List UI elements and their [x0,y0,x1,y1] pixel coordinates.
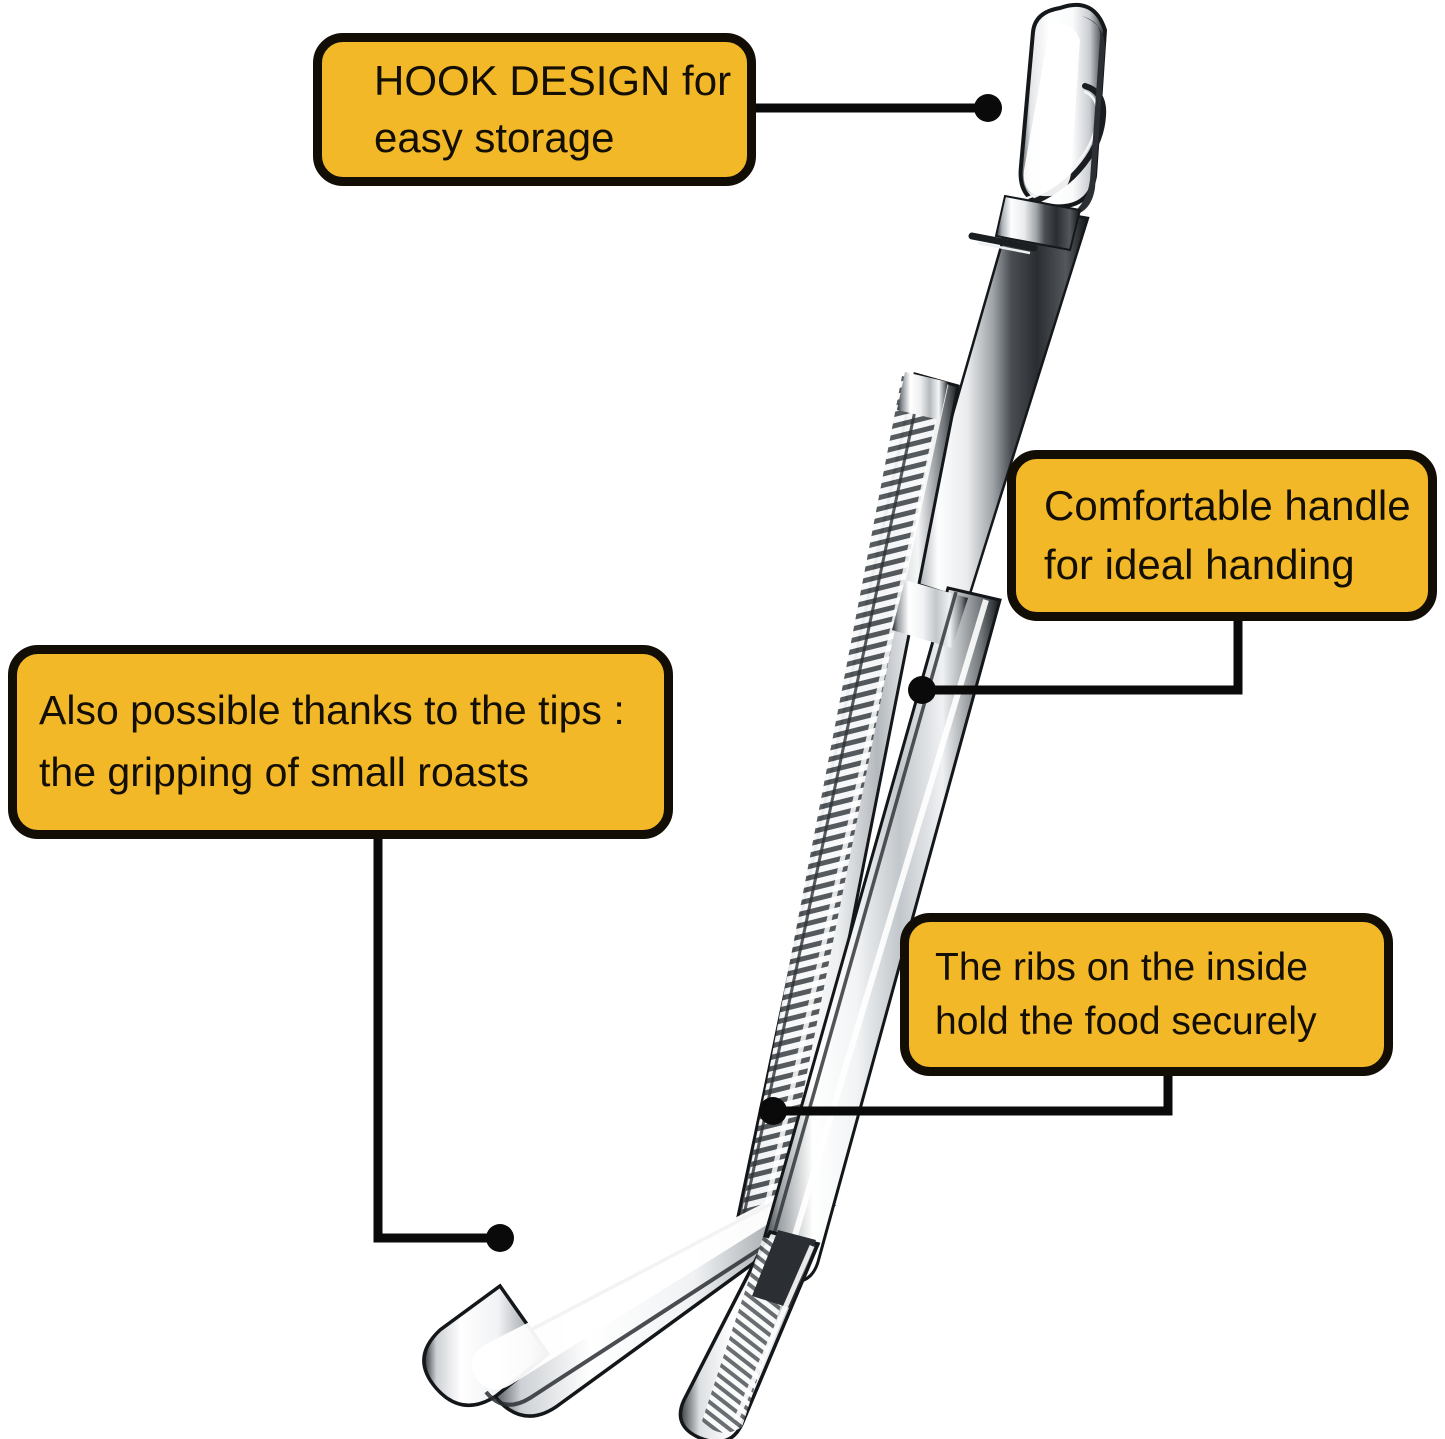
callout-ribs-inside-line2: hold the food securely [935,999,1317,1043]
callout-small-roasts: Also possible thanks to the tips : the g… [8,645,673,839]
tip-right [678,1229,821,1439]
hook-clip [994,2,1108,252]
callout-ribs-inside-line1: The ribs on the inside [935,945,1308,989]
tip-left [422,1194,837,1418]
leader-comfortable-handle [908,613,1243,704]
leader-small-roasts [373,831,514,1252]
callout-hook-design: HOOK DESIGN for easy storage [313,33,756,186]
callout-small-roasts-line2: the gripping of small roasts [39,749,529,795]
callout-comfortable-handle: Comfortable handle for ideal handing [1007,450,1437,621]
leader-ribs-inside [759,1068,1173,1125]
callout-small-roasts-line1: Also possible thanks to the tips : [39,687,625,734]
leader-hook-design [747,94,1002,122]
callout-hook-design-line2: easy storage [374,113,615,161]
callout-comfortable-handle-line2: for ideal handing [1044,540,1355,588]
callout-hook-design-line1: HOOK DESIGN for [374,56,732,104]
callout-ribs-inside: The ribs on the inside hold the food sec… [900,913,1393,1076]
callout-comfortable-handle-line1: Comfortable handle [1044,481,1411,529]
